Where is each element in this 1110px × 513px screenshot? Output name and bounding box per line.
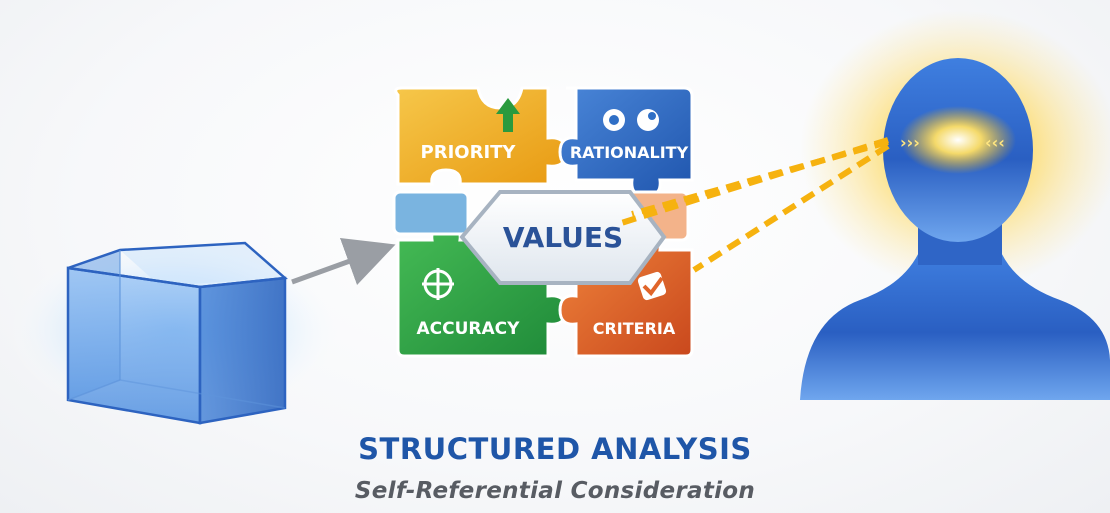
- focus-beam-lower: [692, 143, 890, 273]
- beam-chevrons-left: ›››: [900, 133, 920, 152]
- focus-beam-middle: [631, 139, 889, 217]
- cube-bottom-back-edge: [119, 379, 286, 409]
- values-label: VALUES: [503, 221, 623, 254]
- gears-icon: [603, 109, 659, 131]
- diagram-subtitle: Self-Referential Consideration: [354, 478, 756, 504]
- cube-bottom-edge: [67, 379, 121, 401]
- rationality-label: RATIONALITY: [570, 143, 689, 162]
- rationality-piece: [558, 86, 694, 198]
- diagram-svg: PRIORITY RATIONALITY ACCURACY CRITERIA V…: [5, 10, 1110, 425]
- diagram-title: STRUCTURED ANALYSIS: [358, 432, 752, 466]
- priority-label: PRIORITY: [421, 142, 517, 163]
- puzzle-block: [392, 86, 694, 358]
- flow-arrow: [291, 238, 396, 286]
- beam-chevrons-right: ‹‹‹: [985, 133, 1005, 152]
- priority-piece: [394, 86, 568, 186]
- checkmark-icon: [637, 271, 667, 301]
- connector-piece-left: [392, 190, 470, 236]
- accuracy-label: ACCURACY: [417, 319, 521, 339]
- mind-eye-glow: [900, 106, 1016, 174]
- criteria-label: CRITERIA: [593, 319, 676, 338]
- values-hexagon: [459, 190, 667, 285]
- person-body: [800, 250, 1110, 400]
- cube-front-face: [66, 266, 202, 425]
- cube-top-rim: [67, 241, 288, 289]
- person-illustration: ››› ‹‹‹: [800, 10, 1110, 400]
- cube-inner-face: [120, 243, 285, 286]
- target-icon: [422, 268, 454, 300]
- up-arrow-icon: [496, 98, 520, 132]
- cube-illustration: [5, 235, 345, 425]
